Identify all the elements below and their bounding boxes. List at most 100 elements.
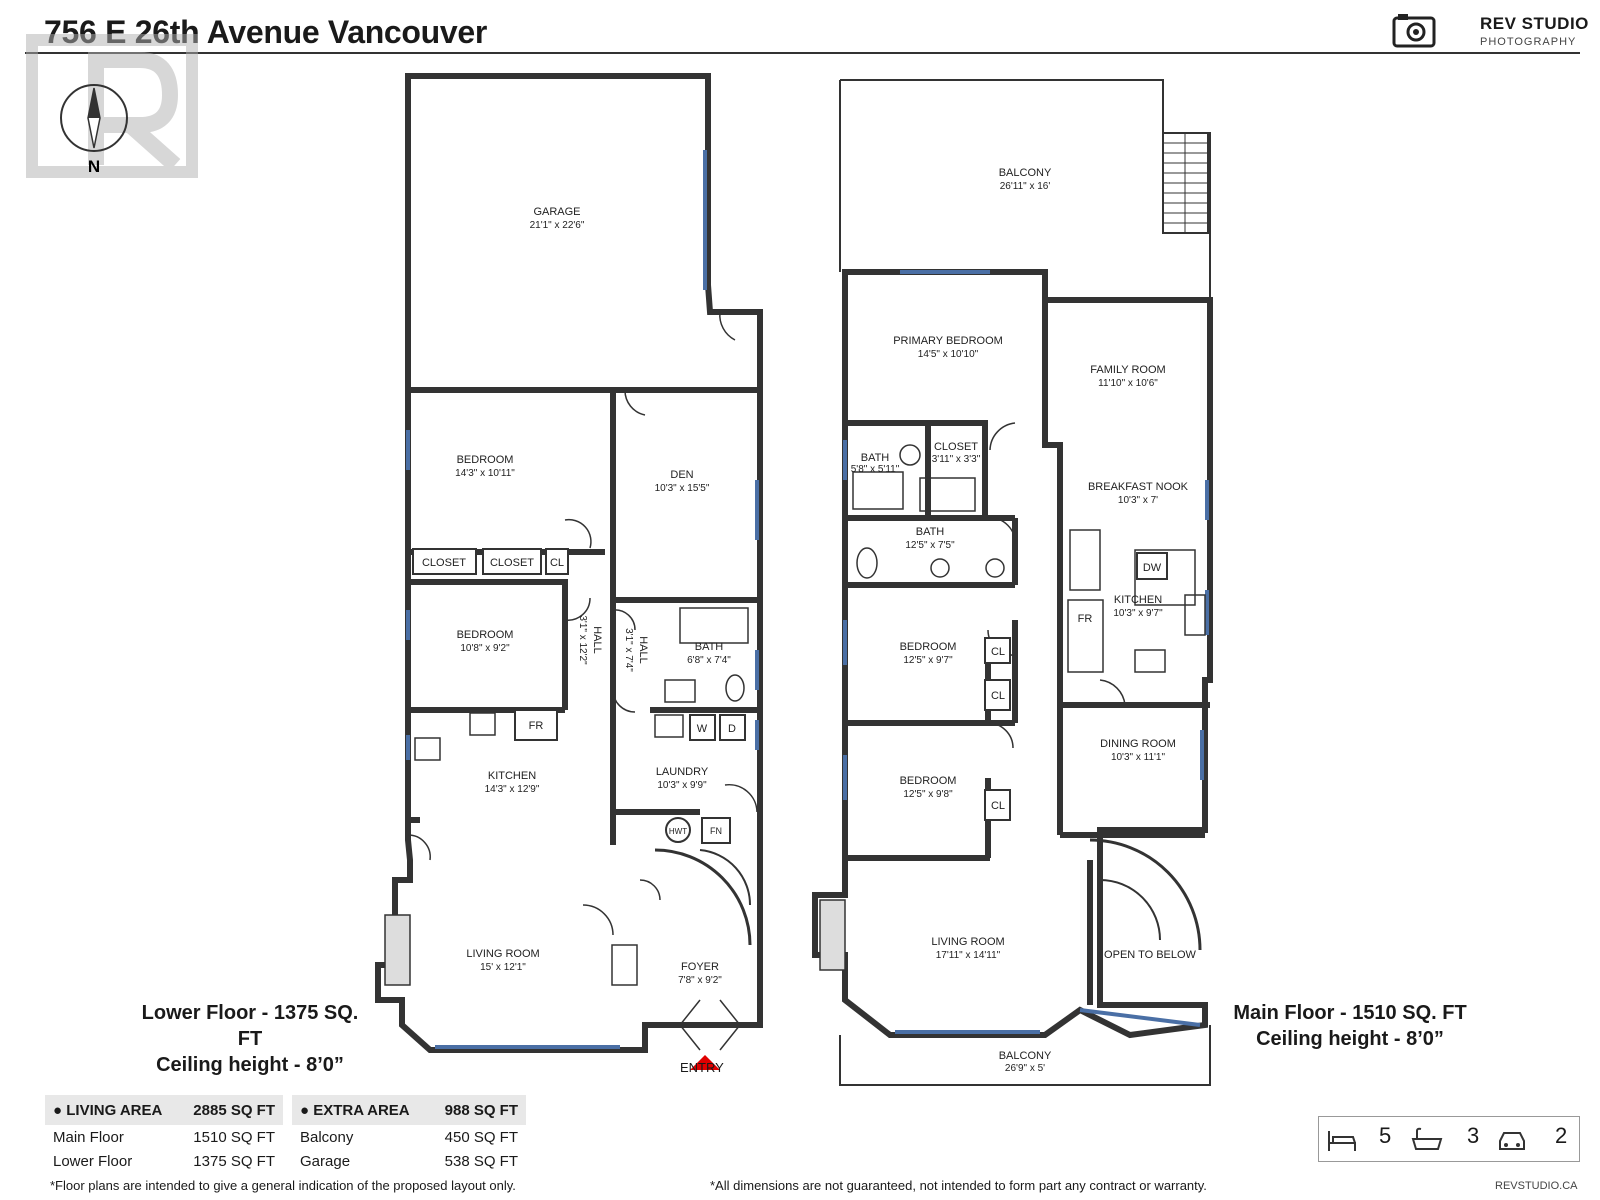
main-floor-stairs-top	[1163, 133, 1208, 233]
living-area-table: ● LIVING AREA 2885 SQ FT Main Floor 1510…	[45, 1095, 283, 1173]
main-bath2-label: BATH	[916, 526, 945, 538]
dw-box	[1136, 552, 1168, 580]
table-row: Garage 538 SQ FT	[300, 1152, 518, 1170]
lower-living-dim: 15' x 12'1"	[480, 962, 526, 973]
compass-n-label: N	[88, 157, 100, 176]
lower-bedroom1-dim: 14'3" x 10'11"	[455, 468, 515, 479]
main-floor-caption: Main Floor - 1510 SQ. FT Ceiling height …	[1230, 1000, 1470, 1052]
main-bedroom1-label: BEDROOM	[900, 641, 957, 653]
main-cl1-box	[984, 637, 1011, 664]
lower-kitchen-dim: 14'3" x 12'9"	[485, 784, 540, 795]
lower-den-dim: 10'3" x 15'5"	[655, 483, 710, 494]
compass-icon	[60, 84, 128, 152]
header-rule	[25, 52, 1580, 54]
lower-closet1-box	[412, 548, 477, 575]
car-icon	[1499, 1132, 1525, 1150]
property-stats: 5 3 2	[1318, 1116, 1580, 1162]
family-room-dim: 11'10" x 10'6"	[1098, 378, 1158, 389]
lower-floor-fixtures	[384, 311, 758, 1051]
main-living-dim: 17'11" x 14'11"	[936, 950, 1001, 961]
lower-floor-ceiling: Ceiling height - 8’0”	[156, 1054, 344, 1076]
table-row: Balcony 450 SQ FT	[300, 1128, 518, 1146]
lower-den-label: DEN	[670, 469, 693, 481]
entry-label: ENTRY	[680, 1060, 724, 1075]
camera-icon	[1392, 14, 1436, 48]
bed-icon	[1328, 1131, 1356, 1151]
fn-label: FN	[710, 826, 722, 836]
lower-cl-box	[545, 548, 569, 575]
washer-box	[689, 714, 716, 741]
laundry-dim: 10'3" x 9'9"	[657, 780, 707, 791]
lower-bedroom2-dim: 10'8" x 9'2"	[460, 643, 510, 654]
main-floor-ceiling: Ceiling height - 8’0”	[1256, 1028, 1444, 1050]
breakfast-nook-dim: 10'3" x 7'	[1118, 495, 1158, 506]
parking-count: 2	[1555, 1123, 1568, 1148]
breakfast-nook-label: BREAKFAST NOOK	[1088, 481, 1189, 493]
beds-count: 5	[1379, 1123, 1392, 1148]
laundry-label: LAUNDRY	[656, 766, 709, 778]
lower-kitchen-label: KITCHEN	[488, 770, 536, 782]
footer-website: REVSTUDIO.CA	[1495, 1180, 1578, 1192]
foyer-dim: 7'8" x 9'2"	[678, 975, 722, 986]
main-floor-area: Main Floor - 1510 SQ. FT	[1233, 1002, 1467, 1024]
baths-count: 3	[1467, 1123, 1480, 1148]
balcony-bottom-dim: 26'9" x 5'	[1005, 1063, 1045, 1074]
balcony-bottom-label: BALCONY	[999, 1050, 1052, 1062]
entry-arrow-icon	[690, 1055, 720, 1070]
table-row: Main Floor 1510 SQ FT	[53, 1128, 275, 1146]
main-living-label: LIVING ROOM	[931, 936, 1004, 948]
lower-bedroom2-label: BEDROOM	[457, 629, 514, 641]
lower-hall2-label: HALL	[637, 636, 649, 664]
lower-hall2-dim: 3'1" x 7'4"	[623, 628, 634, 672]
main-cl1-label: CL	[991, 646, 1005, 658]
living-area-total: 2885 SQ FT	[178, 1095, 283, 1125]
balcony-top-label: BALCONY	[999, 167, 1052, 179]
brand-logo	[1392, 12, 1590, 52]
brand-sub: PHOTOGRAPHY	[1480, 36, 1577, 48]
lower-floor-caption: Lower Floor - 1375 SQ. FT Ceiling height…	[130, 1000, 370, 1078]
main-cl3-box	[984, 789, 1011, 821]
main-bedroom1-dim: 12'5" x 9'7"	[903, 655, 953, 666]
primary-bedroom-label: PRIMARY BEDROOM	[893, 335, 1003, 347]
family-room-label: FAMILY ROOM	[1090, 364, 1165, 376]
main-floor-windows	[843, 270, 1209, 1034]
hwt-circle	[665, 817, 691, 843]
foyer-label: FOYER	[681, 961, 719, 973]
main-kitchen-label: KITCHEN	[1114, 594, 1162, 606]
lower-fr-box	[514, 709, 558, 741]
main-closet-label: CLOSET	[934, 441, 978, 453]
dw-label: DW	[1143, 562, 1162, 574]
footer-disclaimer-layout: *Floor plans are intended to give a gene…	[50, 1178, 516, 1193]
lower-bath-dim: 6'8" x 7'4"	[687, 655, 731, 666]
lower-closet2-box	[482, 548, 542, 575]
main-kitchen-dim: 10'3" x 9'7"	[1113, 608, 1163, 619]
main-bath2-dim: 12'5" x 7'5"	[905, 540, 955, 551]
realtor-watermark	[26, 34, 198, 178]
lower-living-label: LIVING ROOM	[466, 948, 539, 960]
extra-area-table: ● EXTRA AREA 988 SQ FT Balcony 450 SQ FT…	[292, 1095, 526, 1173]
washer-label: W	[697, 723, 708, 735]
lower-bath-label: BATH	[695, 641, 724, 653]
lower-cl-label: CL	[550, 557, 564, 569]
dining-room-dim: 10'3" x 11'1"	[1111, 752, 1166, 763]
main-cl2-box	[984, 679, 1011, 711]
main-bedroom2-label: BEDROOM	[900, 775, 957, 787]
main-cl2-label: CL	[991, 690, 1005, 702]
dryer-box	[719, 714, 746, 741]
primary-bedroom-dim: 14'5" x 10'10"	[918, 349, 979, 360]
main-cl3-label: CL	[991, 800, 1005, 812]
lower-hall1-dim: 3'1" x 12'2"	[577, 615, 588, 665]
lower-hall1-label: HALL	[591, 626, 603, 654]
lower-floor-area: Lower Floor - 1375 SQ. FT	[141, 1002, 359, 1050]
bath-icon	[1411, 1127, 1443, 1150]
extra-area-header: ● EXTRA AREA	[292, 1095, 429, 1125]
dryer-label: D	[728, 723, 736, 735]
lower-garage-dim: 21'1" x 22'6"	[530, 220, 585, 231]
lower-garage-label: GARAGE	[533, 206, 580, 218]
main-closet-dim: 3'11" x 3'3"	[932, 454, 981, 465]
lower-fr-label: FR	[529, 720, 544, 732]
main-floor-fixtures	[819, 422, 1206, 971]
lower-bedroom1-label: BEDROOM	[457, 454, 514, 466]
main-bedroom2-dim: 12'5" x 9'8"	[903, 789, 953, 800]
